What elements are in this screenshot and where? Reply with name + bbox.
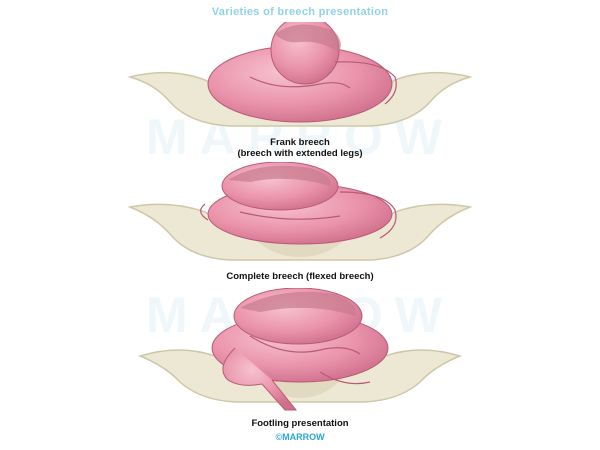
fetal-foot [319, 371, 371, 385]
fetal-arm [239, 211, 341, 220]
caption-line: Frank breech [270, 137, 330, 148]
fetal-hair [275, 24, 341, 52]
fetal-foot [200, 203, 209, 221]
frank-breech-panel [0, 22, 600, 132]
footling-panel [0, 288, 600, 418]
fetal-arm [249, 76, 351, 89]
complete-breech-caption: Complete breech (flexed breech) [0, 271, 600, 282]
fetal-leg [334, 61, 397, 105]
copyright-footer: ©MARROW [275, 432, 325, 442]
caption-line: Footling presentation [251, 418, 349, 429]
complete-breech-panel [0, 162, 600, 267]
footling-caption: Footling presentation [0, 418, 600, 429]
frank-breech-caption: Frank breech (breech with extended legs) [0, 137, 600, 159]
complete-breech-illustration [127, 162, 473, 261]
diagram-title: Varieties of breech presentation [211, 6, 389, 18]
caption-line: (breech with extended legs) [237, 148, 363, 159]
fetal-leg [339, 191, 397, 239]
fetal-hair [228, 165, 331, 186]
footling-illustration [137, 288, 463, 411]
frank-breech-illustration [127, 22, 473, 127]
caption-line: Complete breech (flexed breech) [226, 271, 374, 282]
fetal-leg [222, 347, 298, 411]
fetal-hair [240, 291, 356, 316]
fetal-arm [249, 335, 361, 355]
